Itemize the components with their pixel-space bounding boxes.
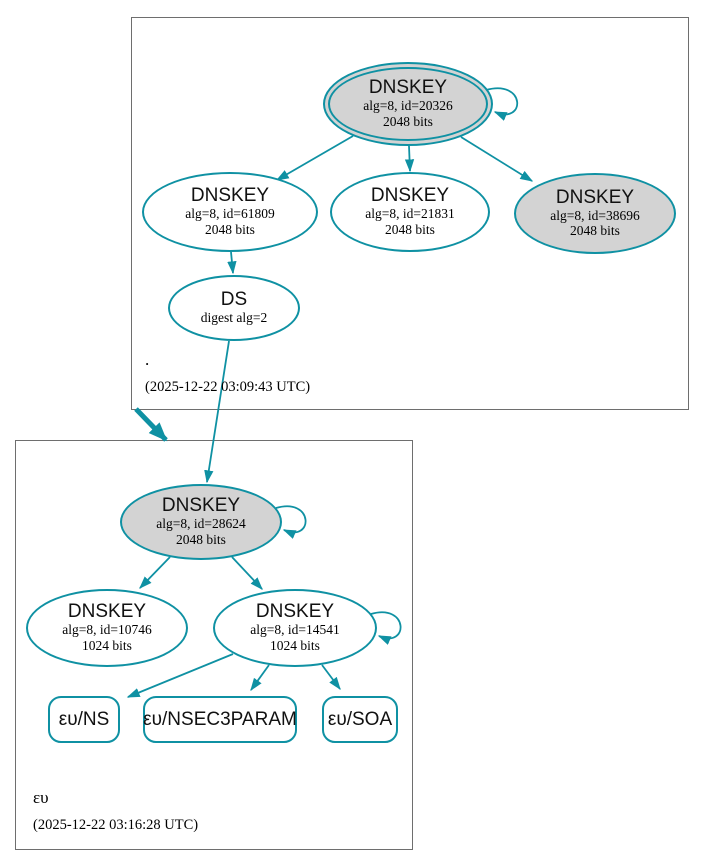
edge-delegation-root-eu (134, 407, 168, 442)
node-bits: 2048 bits (205, 221, 255, 237)
node-ds[interactable]: DS digest alg=2 (168, 275, 300, 341)
node-bits: 1024 bits (82, 637, 132, 653)
node-detail: alg=8, id=14541 (250, 622, 340, 638)
node-dnskey-28624[interactable]: DNSKEY alg=8, id=28624 2048 bits (120, 484, 282, 560)
rrset-eu-ns[interactable]: ευ/NS (48, 696, 120, 743)
edge-20326-21831 (404, 145, 415, 173)
node-detail: alg=8, id=38696 (550, 207, 640, 223)
zone-timestamp-eu: (2025-12-22 03:16:28 UTC) (33, 817, 199, 833)
node-detail: digest alg=2 (200, 310, 268, 325)
node-detail: alg=8, id=20326 (363, 98, 453, 114)
cluster-root-zone (131, 17, 689, 410)
node-detail: alg=8, id=10746 (62, 622, 152, 638)
node-title: DNSKEY (370, 185, 450, 207)
edge-28624-10746 (139, 556, 171, 589)
edge-ds-28624 (204, 340, 230, 484)
node-dnskey-14541[interactable]: DNSKEY alg=8, id=14541 1024 bits (213, 589, 377, 667)
node-bits: 2048 bits (570, 223, 620, 239)
rrset-label: ευ/NSEC3PARAM (143, 708, 297, 730)
node-detail: alg=8, id=61809 (185, 206, 275, 222)
edge-61809-ds (227, 251, 237, 275)
edge-28624-14541 (231, 556, 263, 590)
zone-label-root: . (145, 350, 150, 369)
rrset-eu-soa[interactable]: ευ/SOA (322, 696, 398, 743)
node-bits: 2048 bits (385, 221, 435, 237)
node-title: DNSKEY (555, 186, 635, 208)
rrset-label: ευ/SOA (327, 708, 393, 730)
node-dnskey-21831[interactable]: DNSKEY alg=8, id=21831 2048 bits (330, 172, 490, 252)
node-bits: 2048 bits (383, 113, 433, 129)
edge-20326-61809 (275, 135, 354, 181)
node-title: DS (220, 289, 248, 311)
node-bits: 1024 bits (270, 637, 320, 653)
node-title: DNSKEY (190, 185, 270, 207)
node-title: DNSKEY (161, 495, 241, 517)
edge-14541-nsec3param (250, 664, 270, 692)
node-dnskey-20326[interactable]: DNSKEY alg=8, id=20326 2048 bits (323, 62, 493, 146)
rrset-eu-nsec3param[interactable]: ευ/NSEC3PARAM (143, 696, 297, 743)
edge-14541-ns (126, 653, 234, 698)
edge-28624-selfloop (275, 505, 307, 539)
node-dnskey-10746[interactable]: DNSKEY alg=8, id=10746 1024 bits (26, 589, 188, 667)
zone-label-eu: ευ (33, 788, 49, 807)
edge-14541-selfloop (370, 611, 402, 645)
node-dnskey-61809[interactable]: DNSKEY alg=8, id=61809 2048 bits (142, 172, 318, 252)
zone-timestamp-root: (2025-12-22 03:09:43 UTC) (145, 379, 311, 395)
node-bits: 2048 bits (176, 531, 226, 547)
node-title: DNSKEY (255, 601, 335, 623)
node-detail: alg=8, id=21831 (365, 206, 455, 222)
node-title: DNSKEY (67, 601, 147, 623)
rrset-label: ευ/NS (58, 708, 110, 730)
node-detail: alg=8, id=28624 (156, 516, 246, 532)
node-title: DNSKEY (368, 77, 448, 99)
edge-ksk-selfloop (485, 87, 519, 121)
edge-20326-38696 (460, 136, 534, 182)
node-dnskey-38696[interactable]: DNSKEY alg=8, id=38696 2048 bits (514, 173, 676, 254)
edge-14541-soa (321, 664, 341, 691)
